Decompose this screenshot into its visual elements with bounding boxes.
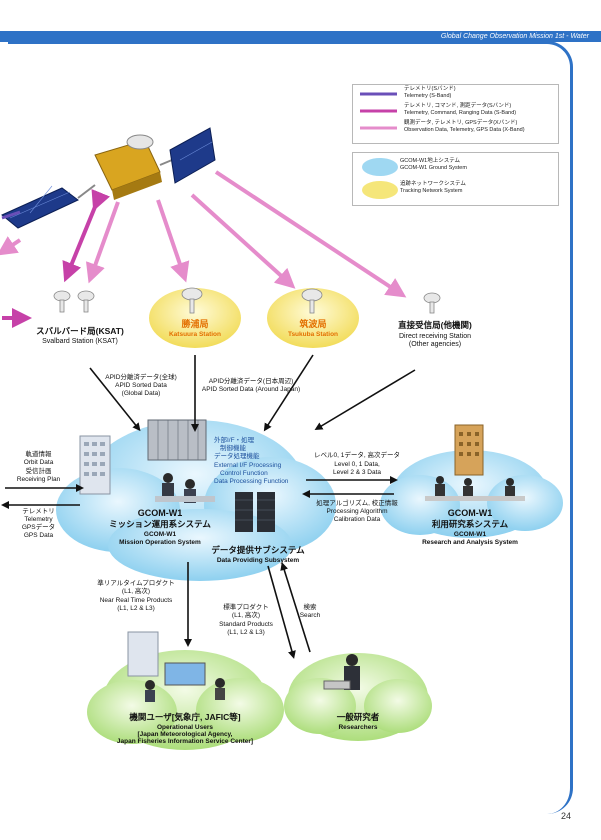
mission-name-jp: ミッション運用系システム: [109, 519, 211, 529]
legend-swatches: [360, 92, 397, 130]
legend-observation-en: Observation Data, Telemetry, GPS Data (X…: [404, 127, 525, 133]
ksat-jp: スバルバード局(KSAT): [36, 326, 124, 336]
plan-jp: 受信計画: [25, 468, 52, 475]
legend-command-en: Telemetry, Command, Ranging Data (S-Band…: [404, 110, 517, 116]
mission-name-en2: GCOM-W1: [143, 531, 177, 538]
apid-japan-jp: APID分離済データ(日本周辺): [208, 378, 294, 385]
standard-jp: 標準プロダクト: [223, 604, 269, 611]
mission-function-0: 外部I/F・処理: [214, 437, 255, 444]
legend-ground-en: GCOM-W1 Ground System: [400, 165, 467, 171]
research-name-en3: Research and Analysis System: [422, 539, 518, 546]
operators-icon: [155, 473, 215, 503]
legend-ground-jp: GCOM-W1地上システム: [400, 158, 461, 164]
gps-jp: GPSデータ: [21, 524, 56, 531]
level-data-en2: Level 2 & 3 Data: [332, 469, 382, 476]
mission-function-3: External I/F Processing: [214, 462, 282, 469]
standard-en2: (L1, L2 & L3): [227, 629, 265, 636]
gps-en: GPS Data: [23, 532, 54, 539]
legend-observation-jp: 観測データ, テレメトリ, GPSデータ(Xバンド): [404, 120, 518, 126]
antenna-icon: [53, 287, 441, 314]
satellite-icon: [1, 127, 216, 229]
plan-en: Receiving Plan: [16, 476, 61, 483]
tsukuba-bubble: [267, 288, 359, 348]
research-building-icon: [425, 424, 525, 501]
legend-system-swatches: [362, 158, 398, 199]
researcher-icon: [323, 654, 360, 690]
mission-name-en3: Mission Operation System: [119, 539, 201, 546]
legend-command-jp: テレメトリ, コマンド, 測距データ(Sバンド): [404, 103, 512, 109]
katsuura-en: Katsuura Station: [168, 331, 221, 338]
legend-tracking-en: Tracking Network System: [400, 188, 463, 194]
users-en: Operational Users: [157, 724, 213, 731]
apid-japan-en: APID Sorted Data (Around Japan): [201, 386, 301, 393]
researchers-jp: 一般研究者: [336, 712, 380, 722]
apid-global-jp: APID分離済データ(全球): [105, 374, 177, 381]
orbit-jp: 軌道情報: [25, 451, 52, 458]
tsukuba-jp: 筑波局: [299, 319, 327, 329]
mission-function-4: Control Function: [220, 470, 268, 477]
users-en3: Japan Fisheries Information Service Cent…: [116, 738, 254, 745]
nrt-jp: 準リアルタイムプロダクト: [97, 580, 175, 587]
researchers-cloud: [284, 653, 432, 741]
standard-jp2: (L1, 高次): [231, 612, 261, 619]
telemetry-jp: テレメトリ: [22, 508, 55, 515]
standard-en: Standard Products: [219, 621, 273, 628]
algorithm-en: Processing Algorithm: [326, 508, 388, 515]
mission-function-5: Data Processing Function: [214, 478, 289, 485]
orbit-en: Orbit Data: [23, 459, 54, 466]
users-jp: 機関ユーザ[気象庁, JAFIC等]: [129, 712, 241, 722]
apid-global-en2: (Global Data): [121, 390, 161, 397]
research-name-en2: GCOM-W1: [453, 531, 487, 538]
telemetry-en: Telemetry: [24, 516, 53, 523]
legend-telemetry-jp: テレメトリ(Sバンド): [404, 86, 456, 92]
algorithm-jp: 処理アルゴリズム, 校正情報: [316, 500, 398, 507]
katsuura-bubble: [149, 288, 241, 348]
nrt-jp2: (L1, 高次): [121, 588, 151, 595]
level-data-jp: レベル0, 1データ, 高次データ: [314, 452, 400, 459]
level-data-en: Level 0, 1 Data,: [334, 461, 380, 468]
ksat-en: Svalbard Station (KSAT): [42, 338, 118, 345]
research-name-jp: 利用研究系システム: [431, 519, 509, 529]
direct-station-en: Direct receiving Station: [399, 333, 471, 340]
direct-station-en2: (Other agencies): [408, 341, 462, 348]
mission-function-1: 制御機能: [220, 445, 246, 452]
dps-en: Data Providing Subsystem: [216, 557, 300, 564]
researchers-en: Researchers: [338, 724, 378, 731]
tsukuba-en: Tsukuba Station: [287, 331, 339, 338]
search-en: Search: [299, 612, 321, 619]
page-frame: [8, 41, 573, 814]
header-title: Global Change Observation Mission 1st - …: [440, 33, 589, 40]
katsuura-jp: 勝浦局: [181, 319, 209, 329]
direct-station-jp: 直接受信局(他機関): [398, 320, 472, 330]
mission-function-2: データ処理機能: [214, 453, 260, 460]
algorithm-en2: Calibration Data: [333, 516, 381, 523]
nrt-en2: (L1, L2 & L3): [117, 605, 155, 612]
users-icon: [127, 631, 225, 702]
mission-name-en: GCOM-W1: [137, 508, 183, 518]
research-name-en: GCOM-W1: [447, 508, 493, 518]
nrt-en: Near Real Time Products: [99, 597, 173, 604]
legend-tracking-jp: 追跡ネットワークシステム: [400, 181, 466, 187]
users-en2: [Japan Meteorological Agency,: [137, 731, 233, 738]
dps-jp: データ提供サブシステム: [211, 545, 305, 555]
header-band: [0, 31, 601, 42]
page-number: 24: [560, 811, 571, 821]
legend-telemetry-en: Telemetry (S-Band): [404, 93, 452, 99]
apid-global-en: APID Sorted Data: [115, 382, 167, 389]
search-jp: 検索: [303, 604, 317, 611]
building-icon: [79, 435, 111, 495]
